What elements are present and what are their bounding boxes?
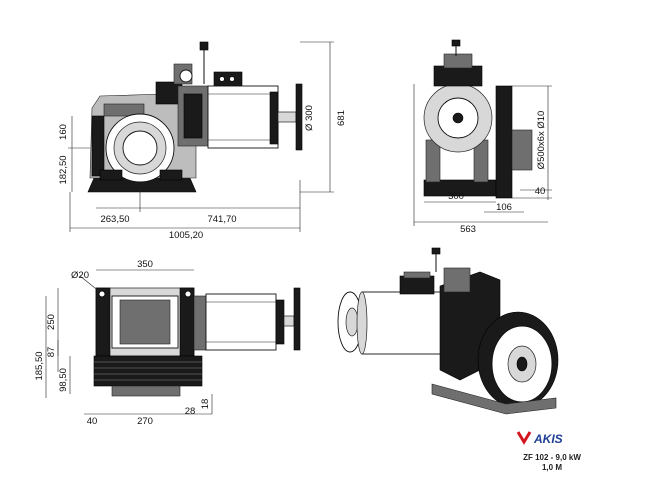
top-motor-endcap [275,299,285,345]
top-height-87-label: 87 [46,347,57,358]
side-top-housing [433,65,483,87]
front-terminal-2 [229,76,235,82]
brand-block: AKIS ZF 102 - 9,0 kW 1,0 M [512,428,592,482]
isometric-view [337,247,559,415]
front-terminal-box [213,71,243,87]
side-lever-knob [451,39,461,47]
top-motor-shaft [283,315,295,327]
front-brake-bolt [179,69,193,83]
iso-motor-body [361,291,449,355]
logo-mark [516,431,532,445]
front-overall-width-label: 1005,20 [169,230,203,241]
top-frame-right-plate [179,287,195,357]
side-edge-offset-label: 40 [535,186,546,197]
front-lever-knob [199,41,209,51]
top-motor-body [205,293,277,351]
top-height-98-label: 98,50 [58,368,69,392]
side-sheave-grooves [495,85,513,199]
front-pulley-diameter-label: Ø 300 [304,105,315,131]
side-overall-depth-label: 563 [460,224,476,235]
side-sheave-hub [511,129,533,171]
top-flywheel [293,287,301,351]
side-motor-shaft [452,112,464,124]
front-flange-bore [122,130,158,166]
side-top-brake [443,53,473,69]
top-gear-ring [193,295,207,351]
side-groove-width-label: 106 [496,202,512,213]
front-right-offset-label: 741,70 [207,214,236,225]
side-base-width-label: 300 [448,191,464,202]
side-leg-left [425,139,441,183]
side-sheave-spec-label: Ø500x6x Ø10 [536,111,547,170]
iso-terminal-lid [403,271,431,279]
iso-motor-ring [356,291,368,355]
model-caption: ZF 102 - 9,0 kW [523,453,581,462]
iso-sheave-center [516,356,528,372]
top-view: Ø20 350 250 185,50 87 98,50 40 270 28 18 [34,259,301,427]
top-mount-hole-1 [98,290,106,298]
front-foot-right [159,169,183,181]
front-motor-body [207,85,279,149]
logo-wordmark: AKIS [533,432,563,446]
iso-lever-knob [431,247,441,255]
front-shaft-height-label: 160 [58,124,69,140]
akis-logo: AKIS [516,431,563,446]
front-view: Ø 300 681 160 182,50 263,50 741,70 1005,… [58,41,347,241]
side-view: 300 106 40 563 Ø500x6x Ø10 [413,39,552,235]
front-motor-shaft [277,111,297,123]
top-sheave [93,355,203,387]
front-foot-left [99,169,123,181]
top-base-left-label: 40 [87,416,98,427]
front-left-offset-label: 263,50 [100,214,129,225]
front-terminal-1 [219,76,225,82]
top-frame-left-plate [95,287,111,357]
front-top-plate [103,103,145,117]
speed-caption: 1,0 M [541,463,562,472]
iso-terminal-box [399,275,435,295]
iso-brake-housing [443,267,471,293]
top-base-right-label: 28 [185,406,196,417]
top-base-plate [111,385,181,397]
front-overall-height-label: 681 [336,110,347,126]
iso-motor-end-hub [345,307,359,337]
top-mount-hole-2 [184,290,192,298]
top-base-depth-label: 18 [200,399,211,410]
front-flywheel [295,83,303,151]
iso-base-rail [431,383,557,415]
top-hole-leader [79,275,101,293]
top-height-250-label: 250 [46,314,57,330]
top-hole-diameter-label: Ø20 [71,270,89,281]
front-housing-left-rib [91,115,105,177]
front-motor-endcap [269,91,279,145]
front-upper-height-label: 182,50 [58,155,69,184]
top-frame-inner [119,299,171,345]
front-gearbox-core [183,93,203,139]
top-frame-width-label: 350 [137,259,153,270]
top-height-185-label: 185,50 [34,351,45,380]
top-base-mid-label: 270 [137,416,153,427]
